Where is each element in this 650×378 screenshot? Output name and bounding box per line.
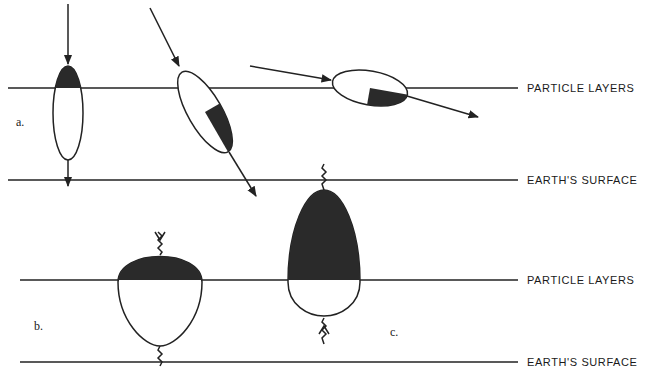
- panel-letter: b.: [34, 319, 43, 333]
- vertical-shower: [53, 4, 83, 186]
- panel-letter: c.: [390, 325, 398, 339]
- layer-label: PARTICLE LAYERS: [524, 81, 634, 95]
- inclined-shower: [150, 8, 256, 196]
- surface-label: EARTH'S SURFACE: [524, 355, 638, 369]
- surface-line: [20, 361, 518, 363]
- surface-line: [8, 179, 518, 181]
- layer-label: PARTICLE LAYERS: [524, 273, 634, 287]
- downward-shower: [118, 232, 202, 366]
- particle-layer-line: [8, 87, 518, 89]
- horizontal-shower: [250, 65, 478, 117]
- surface-label: EARTH'S SURFACE: [524, 173, 638, 187]
- particle-layer-line: [20, 279, 518, 281]
- upward-shower: [288, 164, 360, 344]
- panel-letter: a.: [16, 115, 24, 129]
